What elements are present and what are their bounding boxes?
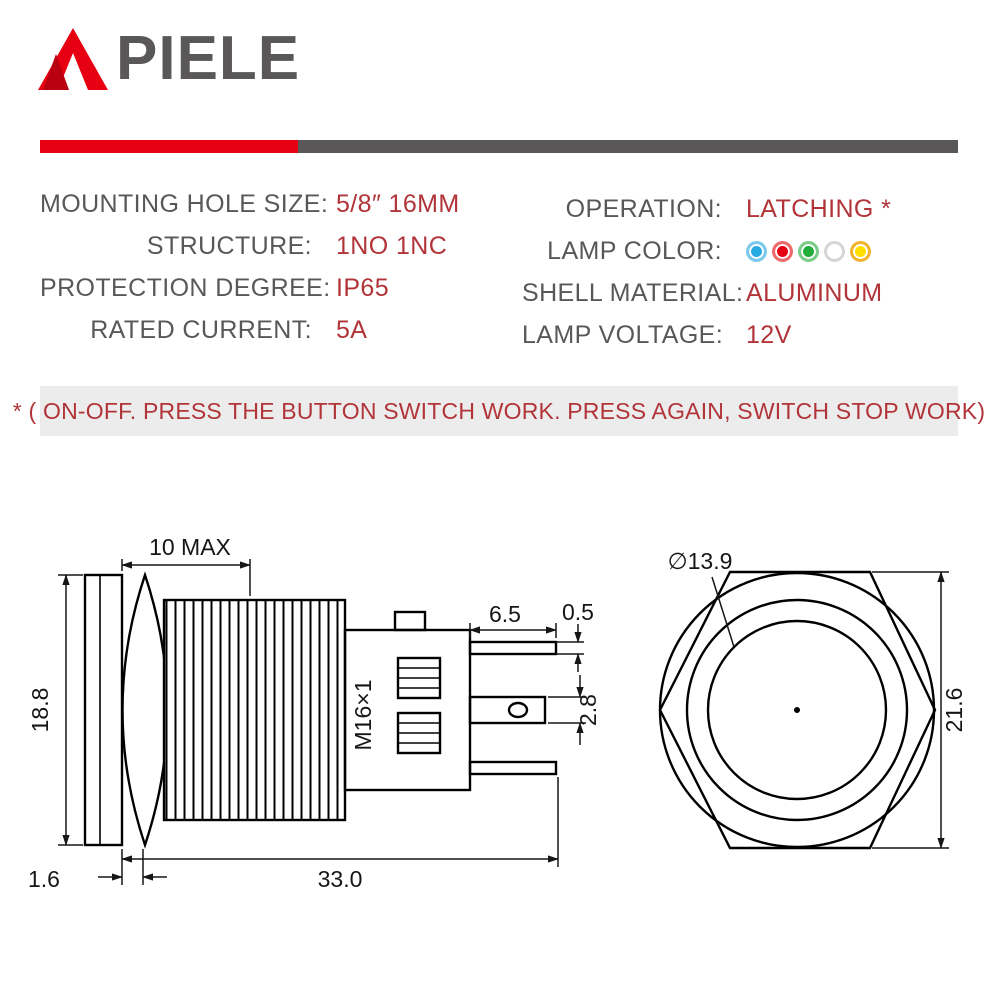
- spec-label: LAMP COLOR:: [547, 236, 722, 265]
- front-view-drawing: ∅13.9 21.6: [658, 548, 967, 850]
- divider-bar: [40, 140, 958, 153]
- dim-pin-thickness: 0.5: [562, 599, 594, 625]
- spec-label: PROTECTION DEGREE:: [40, 273, 331, 302]
- blade-pin-hole: [507, 701, 529, 719]
- spec-label: LAMP VOLTAGE:: [522, 320, 724, 349]
- blade-pin-top: [468, 640, 558, 656]
- spec-value: 5/8″ 16MM: [336, 189, 460, 218]
- dim-button-diameter: ∅13.9: [668, 548, 733, 574]
- threaded-body: [162, 598, 347, 822]
- spec-label: OPERATION:: [565, 194, 722, 223]
- brand-name: PIELE: [116, 24, 301, 93]
- center-mark: [794, 707, 800, 713]
- side-view-drawing: M16×1: [83, 571, 558, 849]
- latching-note-banner: * ( ON-OFF. PRESS THE BUTTON SWITCH WORK…: [13, 386, 985, 436]
- cap-face: [83, 573, 124, 847]
- divider-red-segment: [40, 140, 298, 153]
- dim-across-flats: 21.6: [941, 688, 967, 733]
- spec-value: 1NO 1NC: [336, 231, 448, 260]
- divider-gray-segment: [298, 140, 958, 153]
- spec-label: STRUCTURE:: [146, 231, 312, 260]
- terminal-screw-bottom: [396, 711, 442, 755]
- bezel-outer-circle: [658, 571, 936, 849]
- spec-label: MOUNTING HOLE SIZE:: [40, 189, 329, 218]
- dim-total-length: 33.0: [318, 866, 363, 892]
- lamp-color-dot-green: [798, 240, 819, 262]
- blade-pin-middle: [468, 695, 547, 725]
- bezel-inner-circle: [685, 598, 909, 822]
- button-face-circle: [706, 619, 888, 801]
- thread-spec-label: M16×1: [350, 680, 376, 751]
- spec-value: LATCHING *: [746, 194, 892, 223]
- spec-row-mounting-hole: MOUNTING HOLE SIZE: 5/8″ 16MM: [40, 183, 460, 225]
- spec-column-left: MOUNTING HOLE SIZE: 5/8″ 16MM STRUCTURE:…: [40, 183, 460, 351]
- dim-pin-width: 2.8: [575, 694, 601, 726]
- technical-drawing: M16×1 10 MAX 18.8 1.6 33.0: [27, 534, 967, 892]
- dim-cap-edge: 1.6: [28, 866, 60, 892]
- spec-value: 5A: [336, 315, 368, 344]
- dim-cap-height: 18.8: [27, 688, 53, 733]
- spec-label: SHELL MATERIAL:: [522, 278, 744, 307]
- terminal-screw-top: [396, 656, 442, 700]
- dim-pin-length: 6.5: [489, 601, 521, 627]
- blade-pin-bottom: [468, 760, 558, 776]
- spec-row-lamp-color: LAMP COLOR:: [522, 230, 891, 272]
- cap-bezel: [121, 571, 169, 849]
- lamp-color-dot-white: [824, 240, 845, 262]
- spec-row-shell-material: SHELL MATERIAL: ALUMINUM: [522, 272, 891, 314]
- lamp-color-dot-yellow: [850, 240, 871, 262]
- brand-logo: PIELE: [38, 28, 300, 90]
- side-view-dimensions: 10 MAX 18.8 1.6 33.0 6.5: [27, 534, 601, 892]
- spec-value: 12V: [746, 320, 792, 349]
- spec-value: ALUMINUM: [746, 278, 883, 307]
- spec-column-right: OPERATION: LATCHING * LAMP COLOR: SHELL …: [522, 188, 891, 356]
- spec-row-rated-current: RATED CURRENT: 5A: [40, 309, 460, 351]
- lamp-color-dot-red: [772, 240, 793, 262]
- lamp-color-swatches: [746, 240, 871, 262]
- dim-mounting-depth: 10 MAX: [149, 534, 231, 560]
- logo-triangle-mark-icon: [38, 28, 108, 90]
- spec-row-operation: OPERATION: LATCHING *: [522, 188, 891, 230]
- spec-row-lamp-voltage: LAMP VOLTAGE: 12V: [522, 314, 891, 356]
- spec-value: IP65: [336, 273, 390, 302]
- spec-row-protection-degree: PROTECTION DEGREE: IP65: [40, 267, 460, 309]
- housing-top-tab: [393, 610, 427, 632]
- spec-label: RATED CURRENT:: [90, 315, 312, 344]
- spec-row-structure: STRUCTURE: 1NO 1NC: [40, 225, 460, 267]
- latching-note-text: * ( ON-OFF. PRESS THE BUTTON SWITCH WORK…: [12, 397, 986, 424]
- lamp-color-dot-blue: [746, 240, 767, 262]
